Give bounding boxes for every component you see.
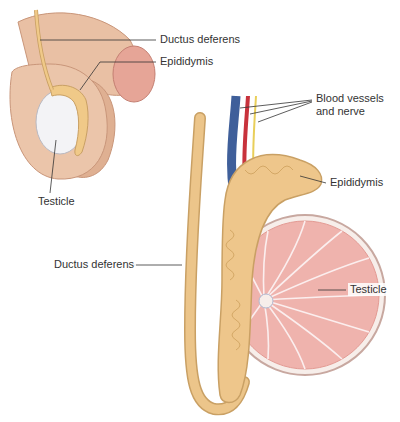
glans (113, 46, 155, 102)
inset-leaders (40, 40, 156, 193)
part-label: Epididymis (158, 55, 215, 68)
part-label: Epididymis (328, 176, 385, 189)
part-label: Blood vessels and nerve (314, 92, 392, 118)
leader-line (318, 290, 346, 291)
scrotum (10, 64, 107, 179)
inset-ductus-outline (36, 10, 52, 90)
leader-line (240, 100, 312, 108)
leader-line (40, 40, 156, 41)
leader-line (250, 101, 312, 114)
leader-line (258, 102, 312, 122)
leader-line (300, 176, 326, 183)
part-label: Ductus deferens (158, 33, 242, 46)
epididymis-shape (218, 155, 321, 403)
part-label: Ductus deferens (52, 258, 136, 271)
leader-line (80, 62, 156, 90)
part-label: Testicle (348, 283, 389, 296)
inset-figure (10, 10, 155, 179)
hilum (259, 294, 273, 308)
inset-ductus (36, 10, 52, 90)
part-label: Testicle (36, 195, 77, 208)
epididymis-coils (226, 166, 293, 350)
main-leaders (128, 100, 346, 290)
leader-line (50, 140, 56, 193)
main-figure (190, 96, 385, 409)
